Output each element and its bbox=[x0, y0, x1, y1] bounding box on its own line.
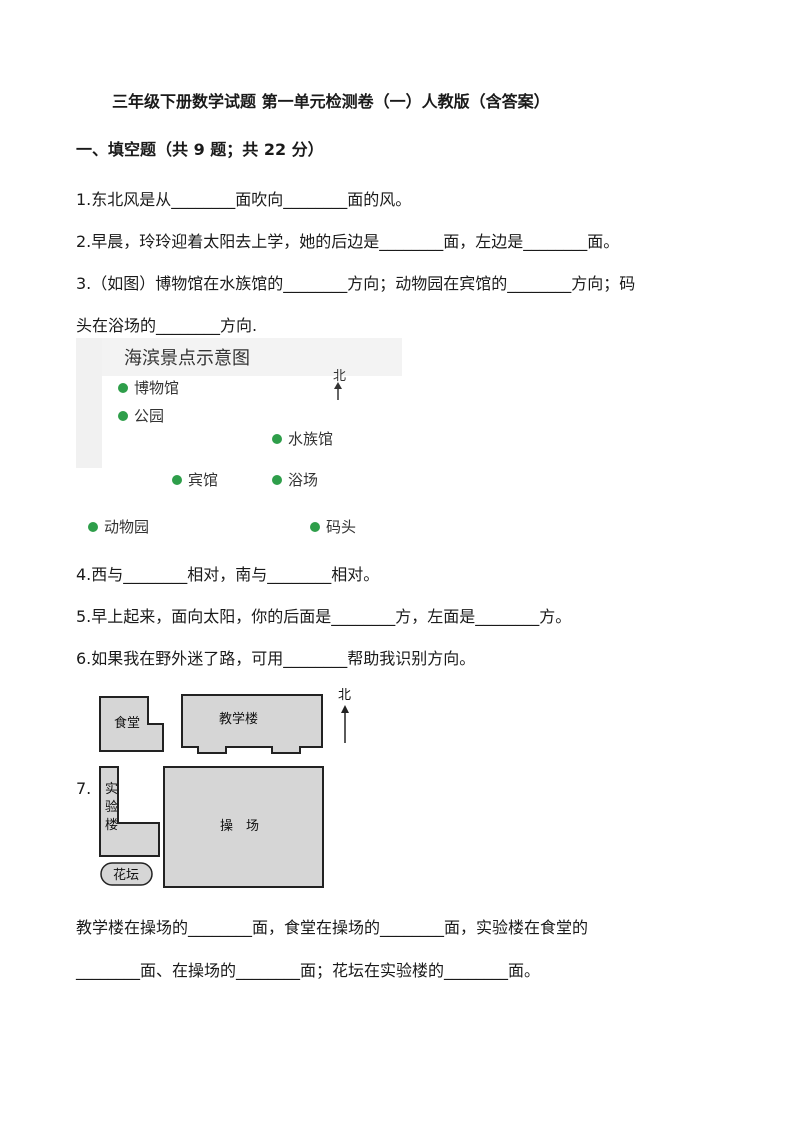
map1-north-label: 北 bbox=[333, 369, 346, 384]
question-5: 5.早上起来，面向太阳，你的后面是________方，左面是________方。 bbox=[76, 607, 572, 626]
lab-char-2: 验 bbox=[105, 799, 118, 815]
place-dot-pier bbox=[310, 522, 320, 532]
canteen-label: 食堂 bbox=[114, 715, 140, 731]
teaching-building-block bbox=[181, 694, 323, 754]
canteen-block bbox=[99, 696, 164, 752]
place-museum: 博物馆 bbox=[134, 379, 179, 397]
flower-bed-label: 花坛 bbox=[113, 867, 139, 883]
seaside-map-svg: 海滨景点示意图 北 博物馆 公园 水族馆 宾馆 浴场 动物园 码头 bbox=[76, 338, 406, 546]
map1-north-arrowhead-icon bbox=[334, 382, 342, 389]
place-dot-beach bbox=[272, 475, 282, 485]
school-map-figure: 食堂 教学楼 北 实 验 楼 操 场 花坛 bbox=[96, 683, 362, 897]
question-2: 2.早晨，玲玲迎着太阳去上学，她的后边是________面，左边是_______… bbox=[76, 232, 620, 251]
map2-north-arrowhead-icon bbox=[341, 705, 349, 713]
place-dot-aquarium bbox=[272, 434, 282, 444]
question-4: 4.西与________相对，南与________相对。 bbox=[76, 565, 380, 584]
seaside-map-figure: 海滨景点示意图 北 博物馆 公园 水族馆 宾馆 浴场 动物园 码头 bbox=[76, 338, 406, 550]
place-zoo: 动物园 bbox=[104, 518, 149, 536]
school-map-svg: 食堂 教学楼 北 实 验 楼 操 场 花坛 bbox=[96, 683, 362, 893]
teaching-building-label: 教学楼 bbox=[219, 711, 258, 727]
question-3-line-2: 头在浴场的________方向. bbox=[76, 316, 258, 335]
place-aquarium: 水族馆 bbox=[288, 430, 333, 448]
question-7-line-1: 教学楼在操场的________面，食堂在操场的________面，实验楼在食堂的 bbox=[76, 918, 589, 937]
flower-bed-block bbox=[100, 862, 153, 886]
place-dot-zoo bbox=[88, 522, 98, 532]
lab-char-3: 楼 bbox=[105, 818, 118, 833]
place-dot-hotel bbox=[172, 475, 182, 485]
question-3-line-1: 3.（如图）博物馆在水族馆的________方向；动物园在宾馆的________… bbox=[76, 274, 636, 293]
playground-block bbox=[163, 766, 324, 888]
playground-label: 操 场 bbox=[220, 818, 259, 834]
seaside-map-title: 海滨景点示意图 bbox=[124, 348, 250, 369]
question-7-number: 7. bbox=[76, 779, 92, 798]
lab-char-1: 实 bbox=[105, 782, 118, 797]
place-pier: 码头 bbox=[326, 518, 356, 536]
place-beach: 浴场 bbox=[288, 471, 318, 489]
question-6: 6.如果我在野外迷了路，可用________帮助我识别方向。 bbox=[76, 649, 476, 668]
place-dot-museum bbox=[118, 383, 128, 393]
place-dot-park bbox=[118, 411, 128, 421]
place-park: 公园 bbox=[134, 407, 164, 425]
question-7-line-2: ________面、在操场的________面；花坛在实验楼的________面… bbox=[76, 961, 541, 980]
page-title: 三年级下册数学试题 第一单元检测卷（一）人教版（含答案） bbox=[112, 92, 550, 111]
section-heading: 一、填空题（共 9 题；共 22 分） bbox=[76, 140, 324, 159]
lab-building-block bbox=[99, 766, 160, 857]
question-1: 1.东北风是从________面吹向________面的风。 bbox=[76, 190, 412, 209]
place-hotel: 宾馆 bbox=[188, 471, 218, 489]
map2-north-label: 北 bbox=[338, 688, 351, 703]
